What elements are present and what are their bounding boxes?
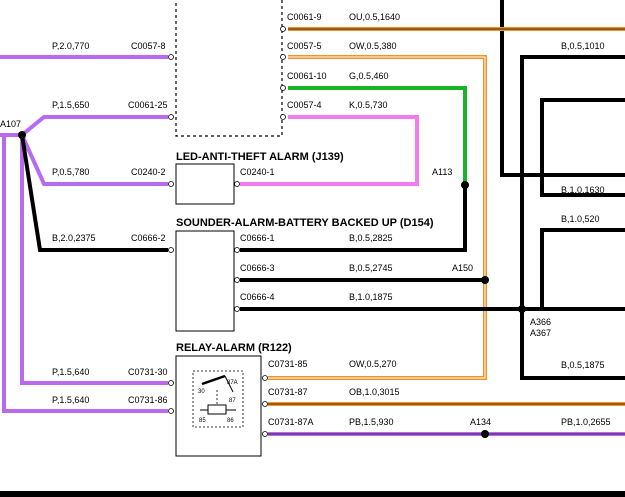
- conn-c0666-1: C0666-1: [240, 233, 275, 243]
- sounder-title: SOUNDER-ALARM-BATTERY BACKED UP (D154): [176, 217, 434, 229]
- conn-c0731-85: C0731-85: [268, 359, 308, 369]
- wire-b-1010: [520, 55, 625, 380]
- conn-c0057-4: C0057-4: [287, 100, 322, 110]
- wire-k-730: [240, 115, 419, 186]
- splice-a113: [461, 181, 469, 189]
- wire-label-ou-1640: OU,0.5,1640: [349, 12, 400, 22]
- bottom-rule: [0, 491, 625, 497]
- wire-label-pb-930: PB,1.5,930: [349, 417, 394, 427]
- wire-label-p-640-b: P,1.5,640: [52, 395, 89, 405]
- splice-label-a107: A107: [0, 119, 21, 129]
- conn-c0731-87: C0731-87: [268, 387, 308, 397]
- relay-title: RELAY-ALARM (R122): [176, 342, 292, 354]
- wire-p-640-b: [2, 135, 168, 413]
- wire-label-b-2825: B,0.5,2825: [349, 233, 393, 243]
- relay-pin-87: 87: [229, 398, 236, 404]
- wire-p-650: [20, 115, 168, 137]
- wire-label-ow-270: OW,0.5,270: [349, 359, 397, 369]
- conn-c0061-25: C0061-25: [128, 100, 168, 110]
- wire-label-b-1630: B,1.0,1630: [561, 185, 605, 195]
- conn-c0731-86: C0731-86: [128, 395, 168, 405]
- splice-a107: [18, 131, 26, 139]
- relay-pin-30: 30: [198, 389, 205, 395]
- splice-a366: [518, 305, 526, 313]
- wire-label-b-2745: B,0.5,2745: [349, 263, 393, 273]
- wire-label-b-2375: B,2.0,2375: [52, 233, 96, 243]
- splice-label-a150: A150: [452, 263, 473, 273]
- wire-b-2825: [240, 185, 467, 252]
- conn-c0731-30: C0731-30: [128, 367, 168, 377]
- relay-symbol: 30 87A 87 85 86: [192, 370, 244, 428]
- relay-pin-85: 85: [199, 418, 206, 424]
- wire-g-460: [288, 86, 467, 185]
- wire-label-b-520: B,1.0,520: [561, 214, 600, 224]
- wire-b-520: [540, 228, 625, 309]
- led-title: LED-ANTI-THEFT ALARM (J139): [176, 151, 344, 163]
- conn-c0240-2: C0240-2: [131, 167, 166, 177]
- conn-c0666-3: C0666-3: [240, 263, 275, 273]
- splice-label-a113: A113: [432, 167, 452, 177]
- conn-c0061-10: C0061-10: [287, 71, 327, 81]
- wire-p-780: [20, 134, 168, 186]
- relay-pin-86: 86: [227, 418, 234, 424]
- terminals: [168, 26, 286, 437]
- conn-c0061-9: C0061-9: [287, 12, 322, 22]
- wire-label-p-650: P,1.5,650: [52, 100, 89, 110]
- wire-label-b-1010: B,0.5,1010: [561, 41, 605, 51]
- wire-label-p-640-a: P,1.5,640: [52, 367, 89, 377]
- wire-label-b-1875: B,1.0,1875: [349, 292, 393, 302]
- wire-label-ob-3015: OB,1.0,3015: [349, 387, 400, 397]
- conn-c0666-4: C0666-4: [240, 292, 275, 302]
- conn-c0057-5: C0057-5: [287, 41, 322, 51]
- wire-label-b-0-5-1875: B,0.5,1875: [561, 360, 605, 370]
- conn-c0731-87a: C0731-87A: [268, 417, 314, 427]
- wire-label-pb-2655: PB,1.0,2655: [561, 417, 611, 427]
- wire-label-k-730: K,0.5,730: [349, 100, 388, 110]
- connector-block-c0057: [175, 0, 283, 137]
- conn-c0666-2: C0666-2: [131, 233, 166, 243]
- conn-c0057-8: C0057-8: [131, 41, 166, 51]
- wire-b-trunk: [500, 0, 625, 177]
- relay-pin-87a: 87A: [227, 380, 238, 386]
- wire-b-2375: [20, 134, 168, 252]
- wire-p-640-a: [20, 135, 168, 385]
- splice-label-a134: A134: [470, 417, 491, 427]
- wire-label-p-780: P,0.5,780: [52, 167, 89, 177]
- wire-label-g-460: G,0.5,460: [349, 71, 389, 81]
- wire-label-p-770: P,2.0,770: [52, 41, 89, 51]
- conn-c0240-1: C0240-1: [240, 167, 275, 177]
- splice-label-a366: A366: [530, 317, 551, 327]
- splice-label-a367: A367: [530, 328, 551, 338]
- wire-label-ow-380: OW,0.5,380: [349, 41, 397, 51]
- sounder-box: [175, 230, 235, 332]
- led-box: [175, 163, 235, 205]
- splice-a150: [481, 276, 489, 284]
- splice-a134: [481, 430, 489, 438]
- wire-b-1630: [540, 98, 625, 197]
